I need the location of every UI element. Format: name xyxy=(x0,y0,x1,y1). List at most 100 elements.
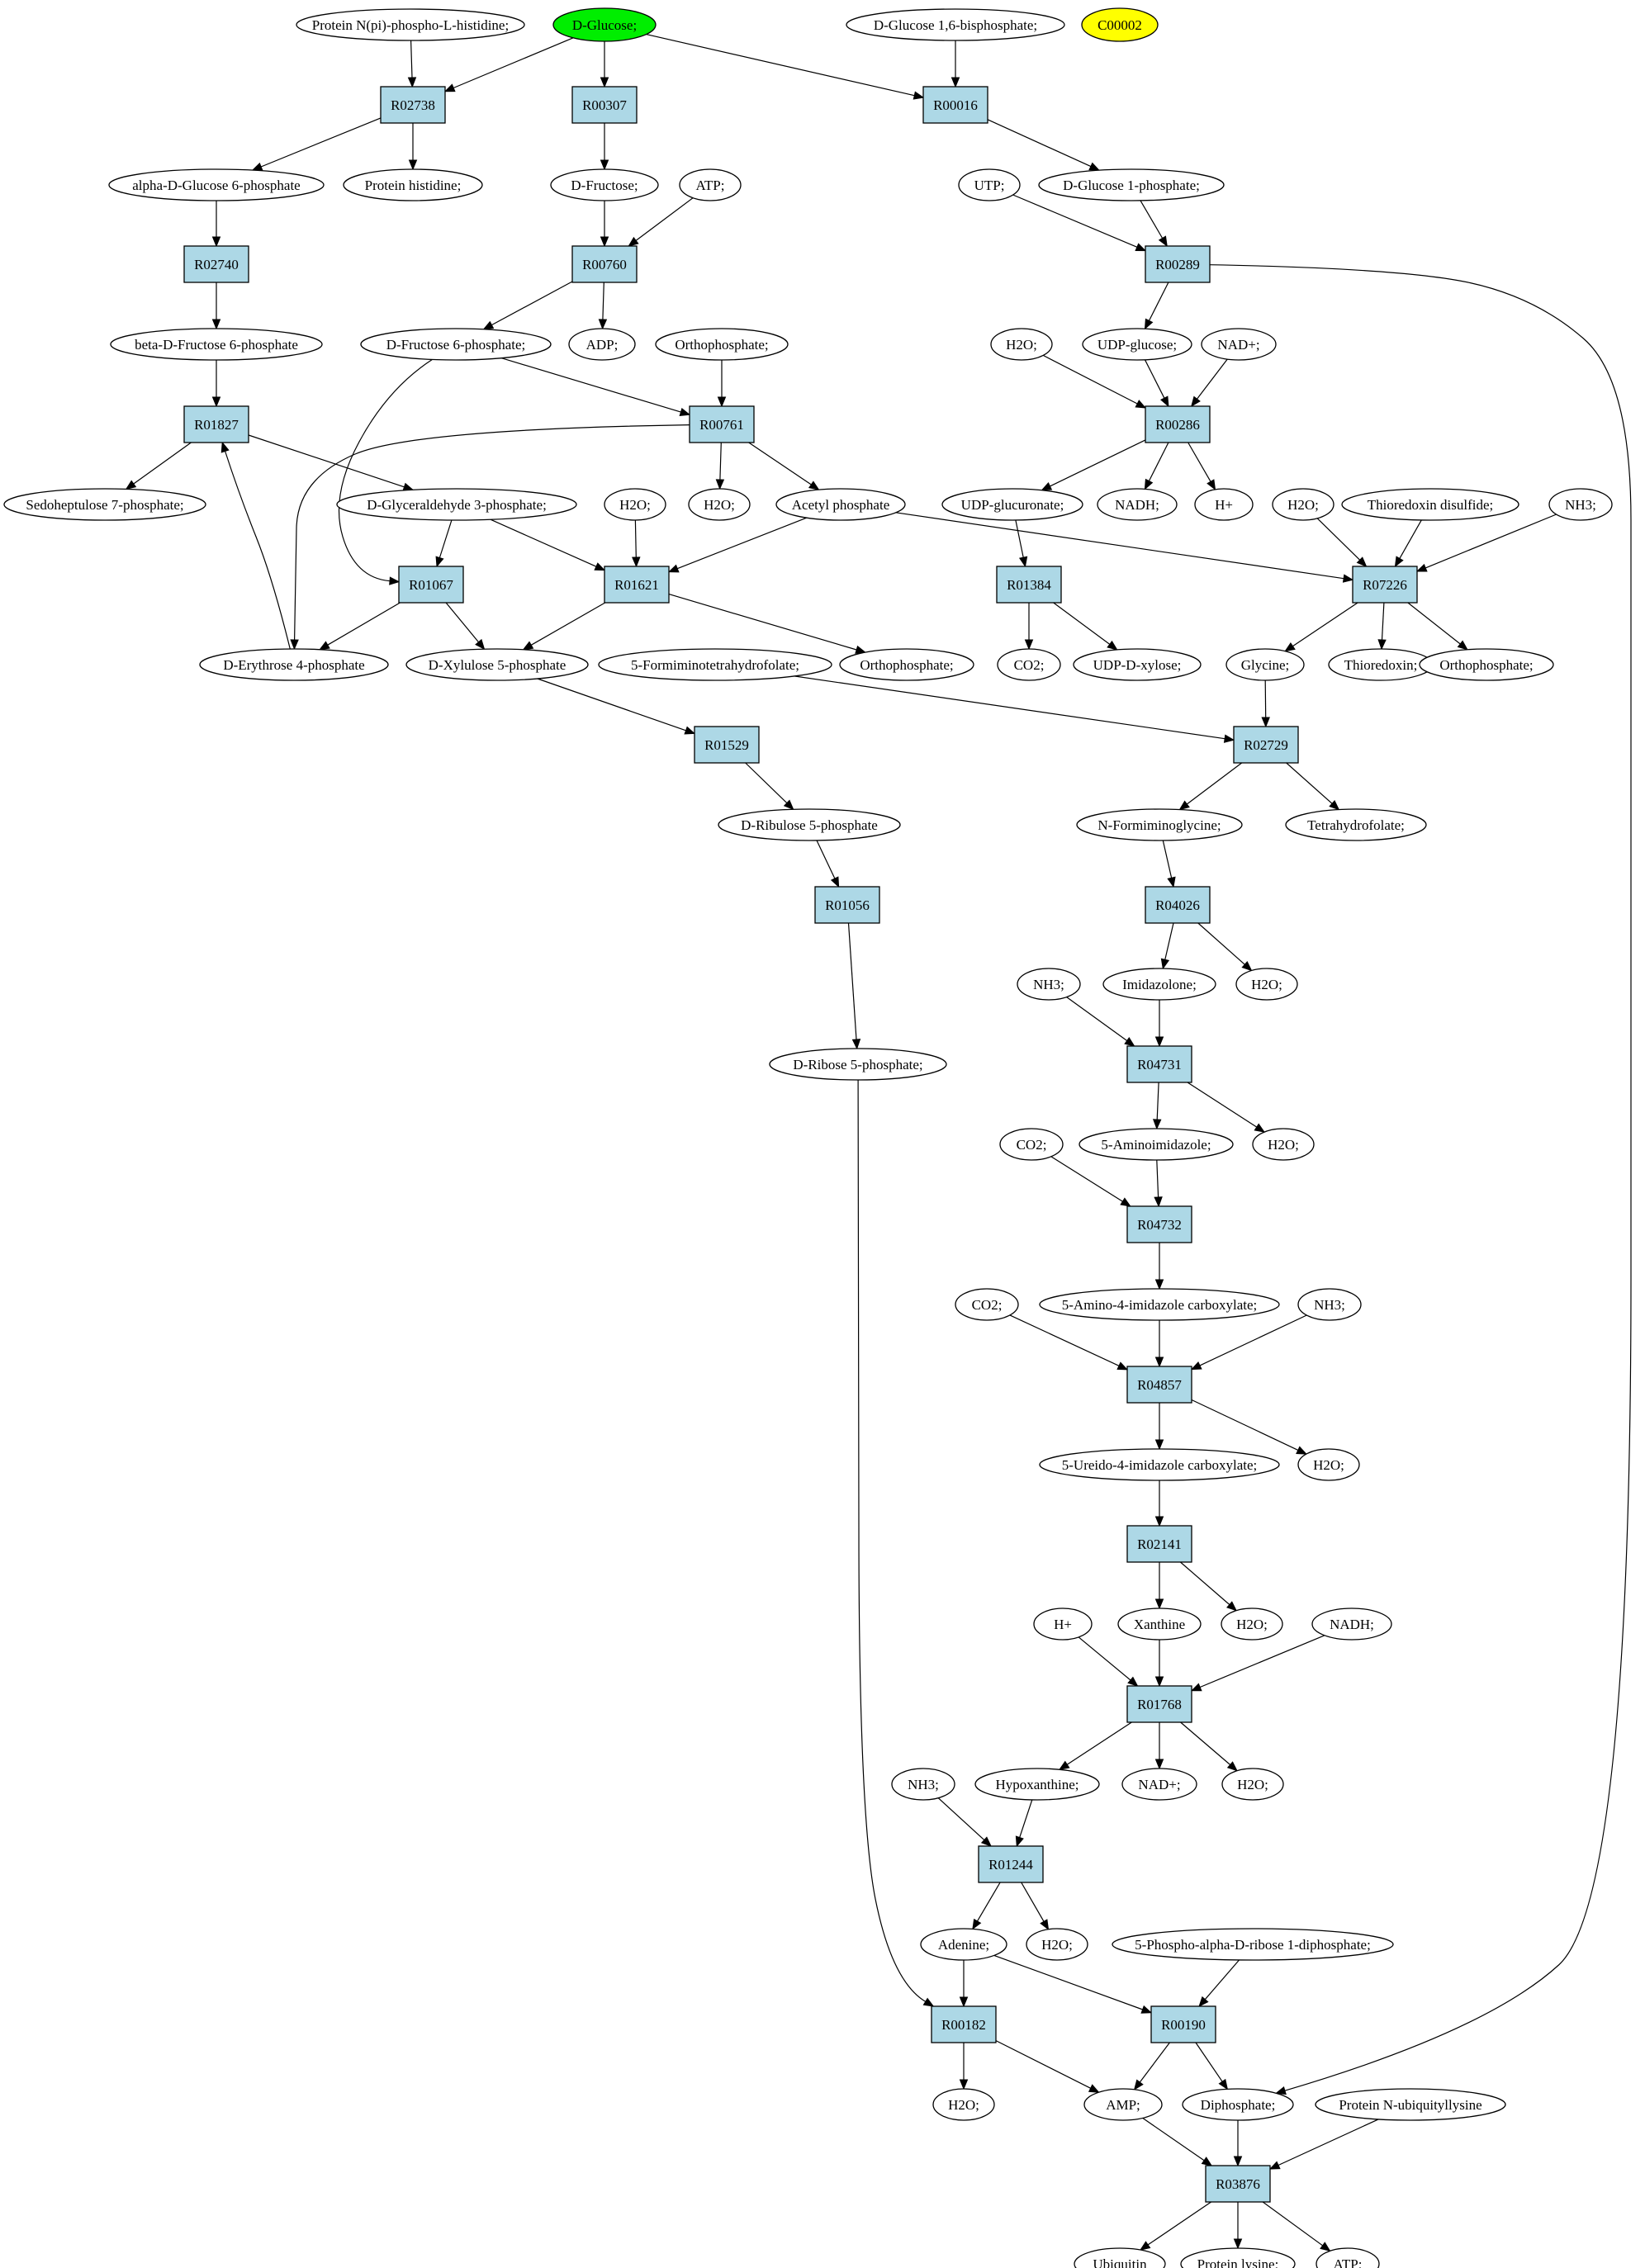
compound-nad[interactable]: NAD+; xyxy=(1201,328,1277,361)
compound-nh3[interactable]: NH3; xyxy=(1297,1288,1362,1321)
compound-h2o[interactable]: H2O; xyxy=(1221,1607,1283,1641)
reaction-r00761[interactable]: R00761 xyxy=(689,405,755,443)
compound-n-formiminoglycine[interactable]: N-Formiminoglycine; xyxy=(1076,808,1243,841)
reaction-r01244[interactable]: R01244 xyxy=(978,1845,1044,1883)
compound-h[interactable]: H+ xyxy=(1194,488,1254,521)
compound-diphosphate[interactable]: Diphosphate; xyxy=(1182,2088,1294,2121)
reaction-r02729[interactable]: R02729 xyxy=(1233,726,1299,764)
compound-c00002[interactable]: C00002 xyxy=(1081,7,1159,42)
compound-h2o[interactable]: H2O; xyxy=(1272,488,1334,521)
reaction-r02141[interactable]: R02141 xyxy=(1126,1525,1192,1563)
compound-d-ribulose-5-phosphate[interactable]: D-Ribulose 5-phosphate xyxy=(718,808,901,841)
reaction-r00760[interactable]: R00760 xyxy=(571,245,638,283)
reaction-r00286[interactable]: R00286 xyxy=(1145,405,1211,443)
compound-atp[interactable]: ATP; xyxy=(1316,2247,1380,2268)
compound-udp-glucose[interactable]: UDP-glucose; xyxy=(1082,328,1192,361)
compound-ubiquitin[interactable]: Ubiquitin xyxy=(1074,2247,1166,2268)
compound-h2o[interactable]: H2O; xyxy=(604,488,666,521)
reaction-r00182[interactable]: R00182 xyxy=(931,2005,997,2043)
reaction-label: R01067 xyxy=(409,577,453,593)
compound-d-glucose-1-6-bisphosphate[interactable]: D-Glucose 1,6-bisphosphate; xyxy=(846,8,1065,41)
compound-h2o[interactable]: H2O; xyxy=(1221,1768,1284,1801)
reaction-r02740[interactable]: R02740 xyxy=(183,245,249,283)
compound-alpha-d-glucose-6-phosphate[interactable]: alpha-D-Glucose 6-phosphate xyxy=(108,168,325,201)
compound-h2o[interactable]: H2O; xyxy=(1252,1128,1315,1161)
compound-protein-histidine[interactable]: Protein histidine; xyxy=(343,168,483,201)
compound-ellipse xyxy=(1548,488,1613,521)
compound-h2o[interactable]: H2O; xyxy=(990,328,1053,361)
compound-glycine[interactable]: Glycine; xyxy=(1225,648,1305,681)
compound-d-ribose-5-phosphate[interactable]: D-Ribose 5-phosphate; xyxy=(769,1048,947,1081)
compound-protein-n-pi-phospho-l-histidine[interactable]: Protein N(pi)-phospho-L-histidine; xyxy=(296,8,525,41)
compound-5-ureido-4-imidazole-carboxylate[interactable]: 5-Ureido-4-imidazole carboxylate; xyxy=(1039,1448,1280,1481)
reaction-r02738[interactable]: R02738 xyxy=(380,86,446,124)
compound-acetyl-phosphate[interactable]: Acetyl phosphate xyxy=(775,488,906,521)
compound-nadh[interactable]: NADH; xyxy=(1311,1607,1392,1641)
compound-h2o[interactable]: H2O; xyxy=(1026,1928,1088,1961)
compound-5-amino-4-imidazole-carboxylate[interactable]: 5-Amino-4-imidazole carboxylate; xyxy=(1039,1288,1280,1321)
compound-5-formiminotetrahydrofolate[interactable]: 5-Formiminotetrahydrofolate; xyxy=(598,648,832,681)
compound-protein-n-ubiquityllysine[interactable]: Protein N-ubiquityllysine xyxy=(1315,2088,1506,2121)
reaction-r00190[interactable]: R00190 xyxy=(1150,2005,1216,2043)
compound-nh3[interactable]: NH3; xyxy=(891,1768,955,1801)
compound-udp-d-xylose[interactable]: UDP-D-xylose; xyxy=(1073,648,1202,681)
compound-d-erythrose-4-phosphate[interactable]: D-Erythrose 4-phosphate xyxy=(199,648,389,681)
reaction-r03876[interactable]: R03876 xyxy=(1205,2165,1271,2203)
reaction-r01768[interactable]: R01768 xyxy=(1126,1685,1192,1723)
compound-co2[interactable]: CO2; xyxy=(997,648,1061,681)
compound-imidazolone[interactable]: Imidazolone; xyxy=(1102,968,1216,1001)
compound-d-fructose[interactable]: D-Fructose; xyxy=(550,168,659,201)
compound-nh3[interactable]: NH3; xyxy=(1548,488,1613,521)
compound-d-xylulose-5-phosphate[interactable]: D-Xylulose 5-phosphate xyxy=(405,648,589,681)
reaction-r04732[interactable]: R04732 xyxy=(1126,1205,1192,1243)
compound-udp-glucuronate[interactable]: UDP-glucuronate; xyxy=(941,488,1083,521)
compound-5-aminoimidazole[interactable]: 5-Aminoimidazole; xyxy=(1078,1128,1234,1161)
edge-r07226-to-c-gly xyxy=(1284,602,1358,652)
reaction-r00289[interactable]: R00289 xyxy=(1145,245,1211,283)
compound-h[interactable]: H+ xyxy=(1033,1607,1093,1641)
compound-beta-d-fructose-6-phosphate[interactable]: beta-D-Fructose 6-phosphate xyxy=(110,328,323,361)
compound-sedoheptulose-7-phosphate[interactable]: Sedoheptulose 7-phosphate; xyxy=(3,488,206,521)
compound-d-fructose-6-phosphate[interactable]: D-Fructose 6-phosphate; xyxy=(360,328,552,361)
reaction-r00016[interactable]: R00016 xyxy=(922,86,988,124)
compound-xanthine[interactable]: Xanthine xyxy=(1117,1607,1202,1641)
edge-r07226-to-c-pi3 xyxy=(1407,602,1468,651)
compound-orthophosphate[interactable]: Orthophosphate; xyxy=(1419,648,1554,681)
compound-thioredoxin[interactable]: Thioredoxin; xyxy=(1328,648,1434,681)
compound-co2[interactable]: CO2; xyxy=(999,1128,1064,1161)
reaction-r01384[interactable]: R01384 xyxy=(996,566,1062,604)
compound-utp[interactable]: UTP; xyxy=(958,168,1021,201)
compound-h2o[interactable]: H2O; xyxy=(688,488,751,521)
compound-h2o[interactable]: H2O; xyxy=(1297,1448,1360,1481)
reaction-r00307[interactable]: R00307 xyxy=(571,86,638,124)
compound-thioredoxin-disulfide[interactable]: Thioredoxin disulfide; xyxy=(1341,488,1519,521)
reaction-r01621[interactable]: R01621 xyxy=(604,566,670,604)
compound-orthophosphate[interactable]: Orthophosphate; xyxy=(839,648,974,681)
reaction-r04857[interactable]: R04857 xyxy=(1126,1366,1192,1404)
compound-co2[interactable]: CO2; xyxy=(955,1288,1019,1321)
reaction-r04731[interactable]: R04731 xyxy=(1126,1045,1192,1083)
compound-nad[interactable]: NAD+; xyxy=(1121,1768,1197,1801)
compound-orthophosphate[interactable]: Orthophosphate; xyxy=(655,328,789,361)
compound-tetrahydrofolate[interactable]: Tetrahydrofolate; xyxy=(1285,808,1427,841)
compound-d-glyceraldehyde-3-phosphate[interactable]: D-Glyceraldehyde 3-phosphate; xyxy=(336,488,577,521)
compound-amp[interactable]: AMP; xyxy=(1083,2088,1163,2121)
reaction-r07226[interactable]: R07226 xyxy=(1352,566,1418,604)
compound-h2o[interactable]: H2O; xyxy=(932,2088,995,2121)
compound-d-glucose-1-phosphate[interactable]: D-Glucose 1-phosphate; xyxy=(1038,168,1225,201)
reaction-r04026[interactable]: R04026 xyxy=(1145,886,1211,924)
compound-protein-lysine[interactable]: Protein lysine; xyxy=(1180,2247,1296,2268)
compound-nadh[interactable]: NADH; xyxy=(1097,488,1178,521)
compound-5-phospho-alpha-d-ribose-1-diphosphate[interactable]: 5-Phospho-alpha-D-ribose 1-diphosphate; xyxy=(1112,1928,1394,1961)
reaction-r01067[interactable]: R01067 xyxy=(398,566,464,604)
reaction-r01056[interactable]: R01056 xyxy=(814,886,880,924)
compound-adp[interactable]: ADP; xyxy=(568,328,636,361)
compound-d-glucose[interactable]: D-Glucose; xyxy=(552,7,657,42)
compound-adenine[interactable]: Adenine; xyxy=(920,1928,1007,1961)
reaction-r01529[interactable]: R01529 xyxy=(694,726,760,764)
reaction-r01827[interactable]: R01827 xyxy=(183,405,249,443)
compound-hypoxanthine[interactable]: Hypoxanthine; xyxy=(974,1768,1100,1801)
compound-atp[interactable]: ATP; xyxy=(679,168,742,201)
compound-nh3[interactable]: NH3; xyxy=(1017,968,1081,1001)
compound-h2o[interactable]: H2O; xyxy=(1235,968,1298,1001)
